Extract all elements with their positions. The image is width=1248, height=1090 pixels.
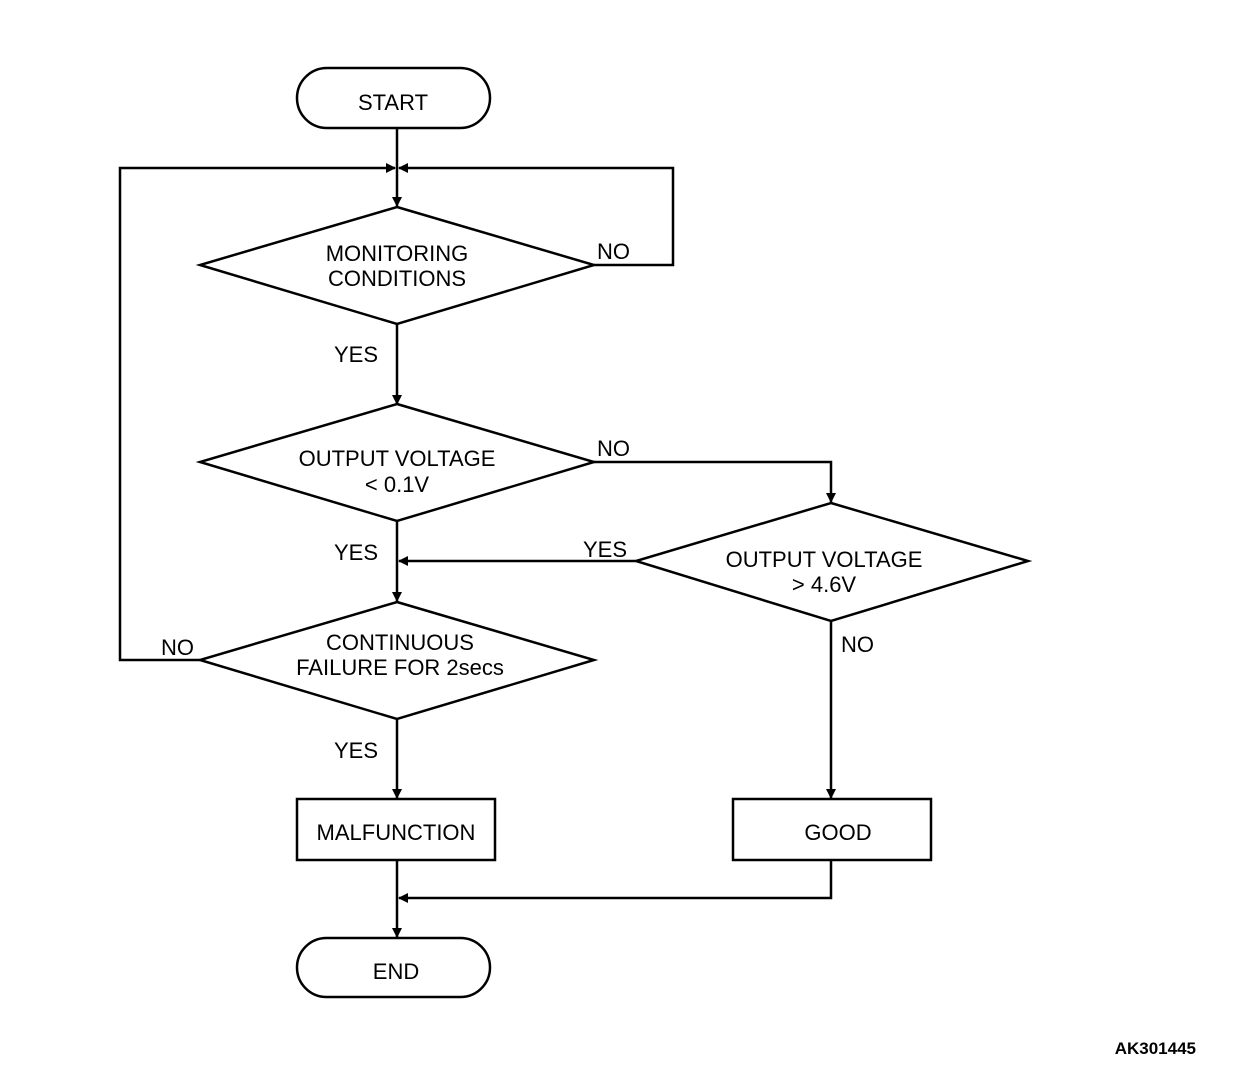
connector-good-to-end <box>398 860 833 903</box>
connector-output-low-no <box>594 460 836 503</box>
continuous-no-label: NO <box>161 635 194 660</box>
output-high-no-label: NO <box>841 632 874 657</box>
output-high-yes-label: YES <box>583 537 627 562</box>
start-label: START <box>358 90 428 115</box>
continuous-yes-label: YES <box>334 738 378 763</box>
good-label: GOOD <box>804 820 871 845</box>
decision-continuous-failure: CONTINUOUS FAILURE FOR 2secs <box>195 600 599 721</box>
end-terminator: END <box>295 936 492 999</box>
decision-monitoring-conditions: MONITORING CONDITIONS <box>195 205 599 326</box>
decision-output-voltage-high: OUTPUT VOLTAGE > 4.6V <box>631 501 1033 623</box>
output-low-label-line1: OUTPUT VOLTAGE <box>299 446 496 471</box>
output-low-yes-label: YES <box>334 540 378 565</box>
start-terminator: START <box>295 66 492 130</box>
decision-output-voltage-low: OUTPUT VOLTAGE < 0.1V <box>195 402 599 523</box>
connector-continuous-no-loop <box>118 163 396 662</box>
end-label: END <box>373 959 419 984</box>
malfunction-label: MALFUNCTION <box>317 820 476 845</box>
output-high-label-line2: > 4.6V <box>792 572 857 597</box>
monitoring-label-line1: MONITORING <box>326 241 469 266</box>
output-high-label-line1: OUTPUT VOLTAGE <box>726 547 923 572</box>
monitoring-no-label: NO <box>597 239 630 264</box>
continuous-label-line1: CONTINUOUS <box>326 630 474 655</box>
output-low-no-label: NO <box>597 436 630 461</box>
continuous-label-line2: FAILURE FOR 2secs <box>296 655 504 680</box>
connector-monitoring-no-loop <box>398 163 675 267</box>
process-good: GOOD <box>731 797 933 862</box>
monitoring-label-line2: CONDITIONS <box>328 266 466 291</box>
process-malfunction: MALFUNCTION <box>295 797 497 862</box>
figure-code: AK301445 <box>1115 1039 1196 1058</box>
monitoring-yes-label: YES <box>334 342 378 367</box>
output-low-label-line2: < 0.1V <box>365 472 430 497</box>
